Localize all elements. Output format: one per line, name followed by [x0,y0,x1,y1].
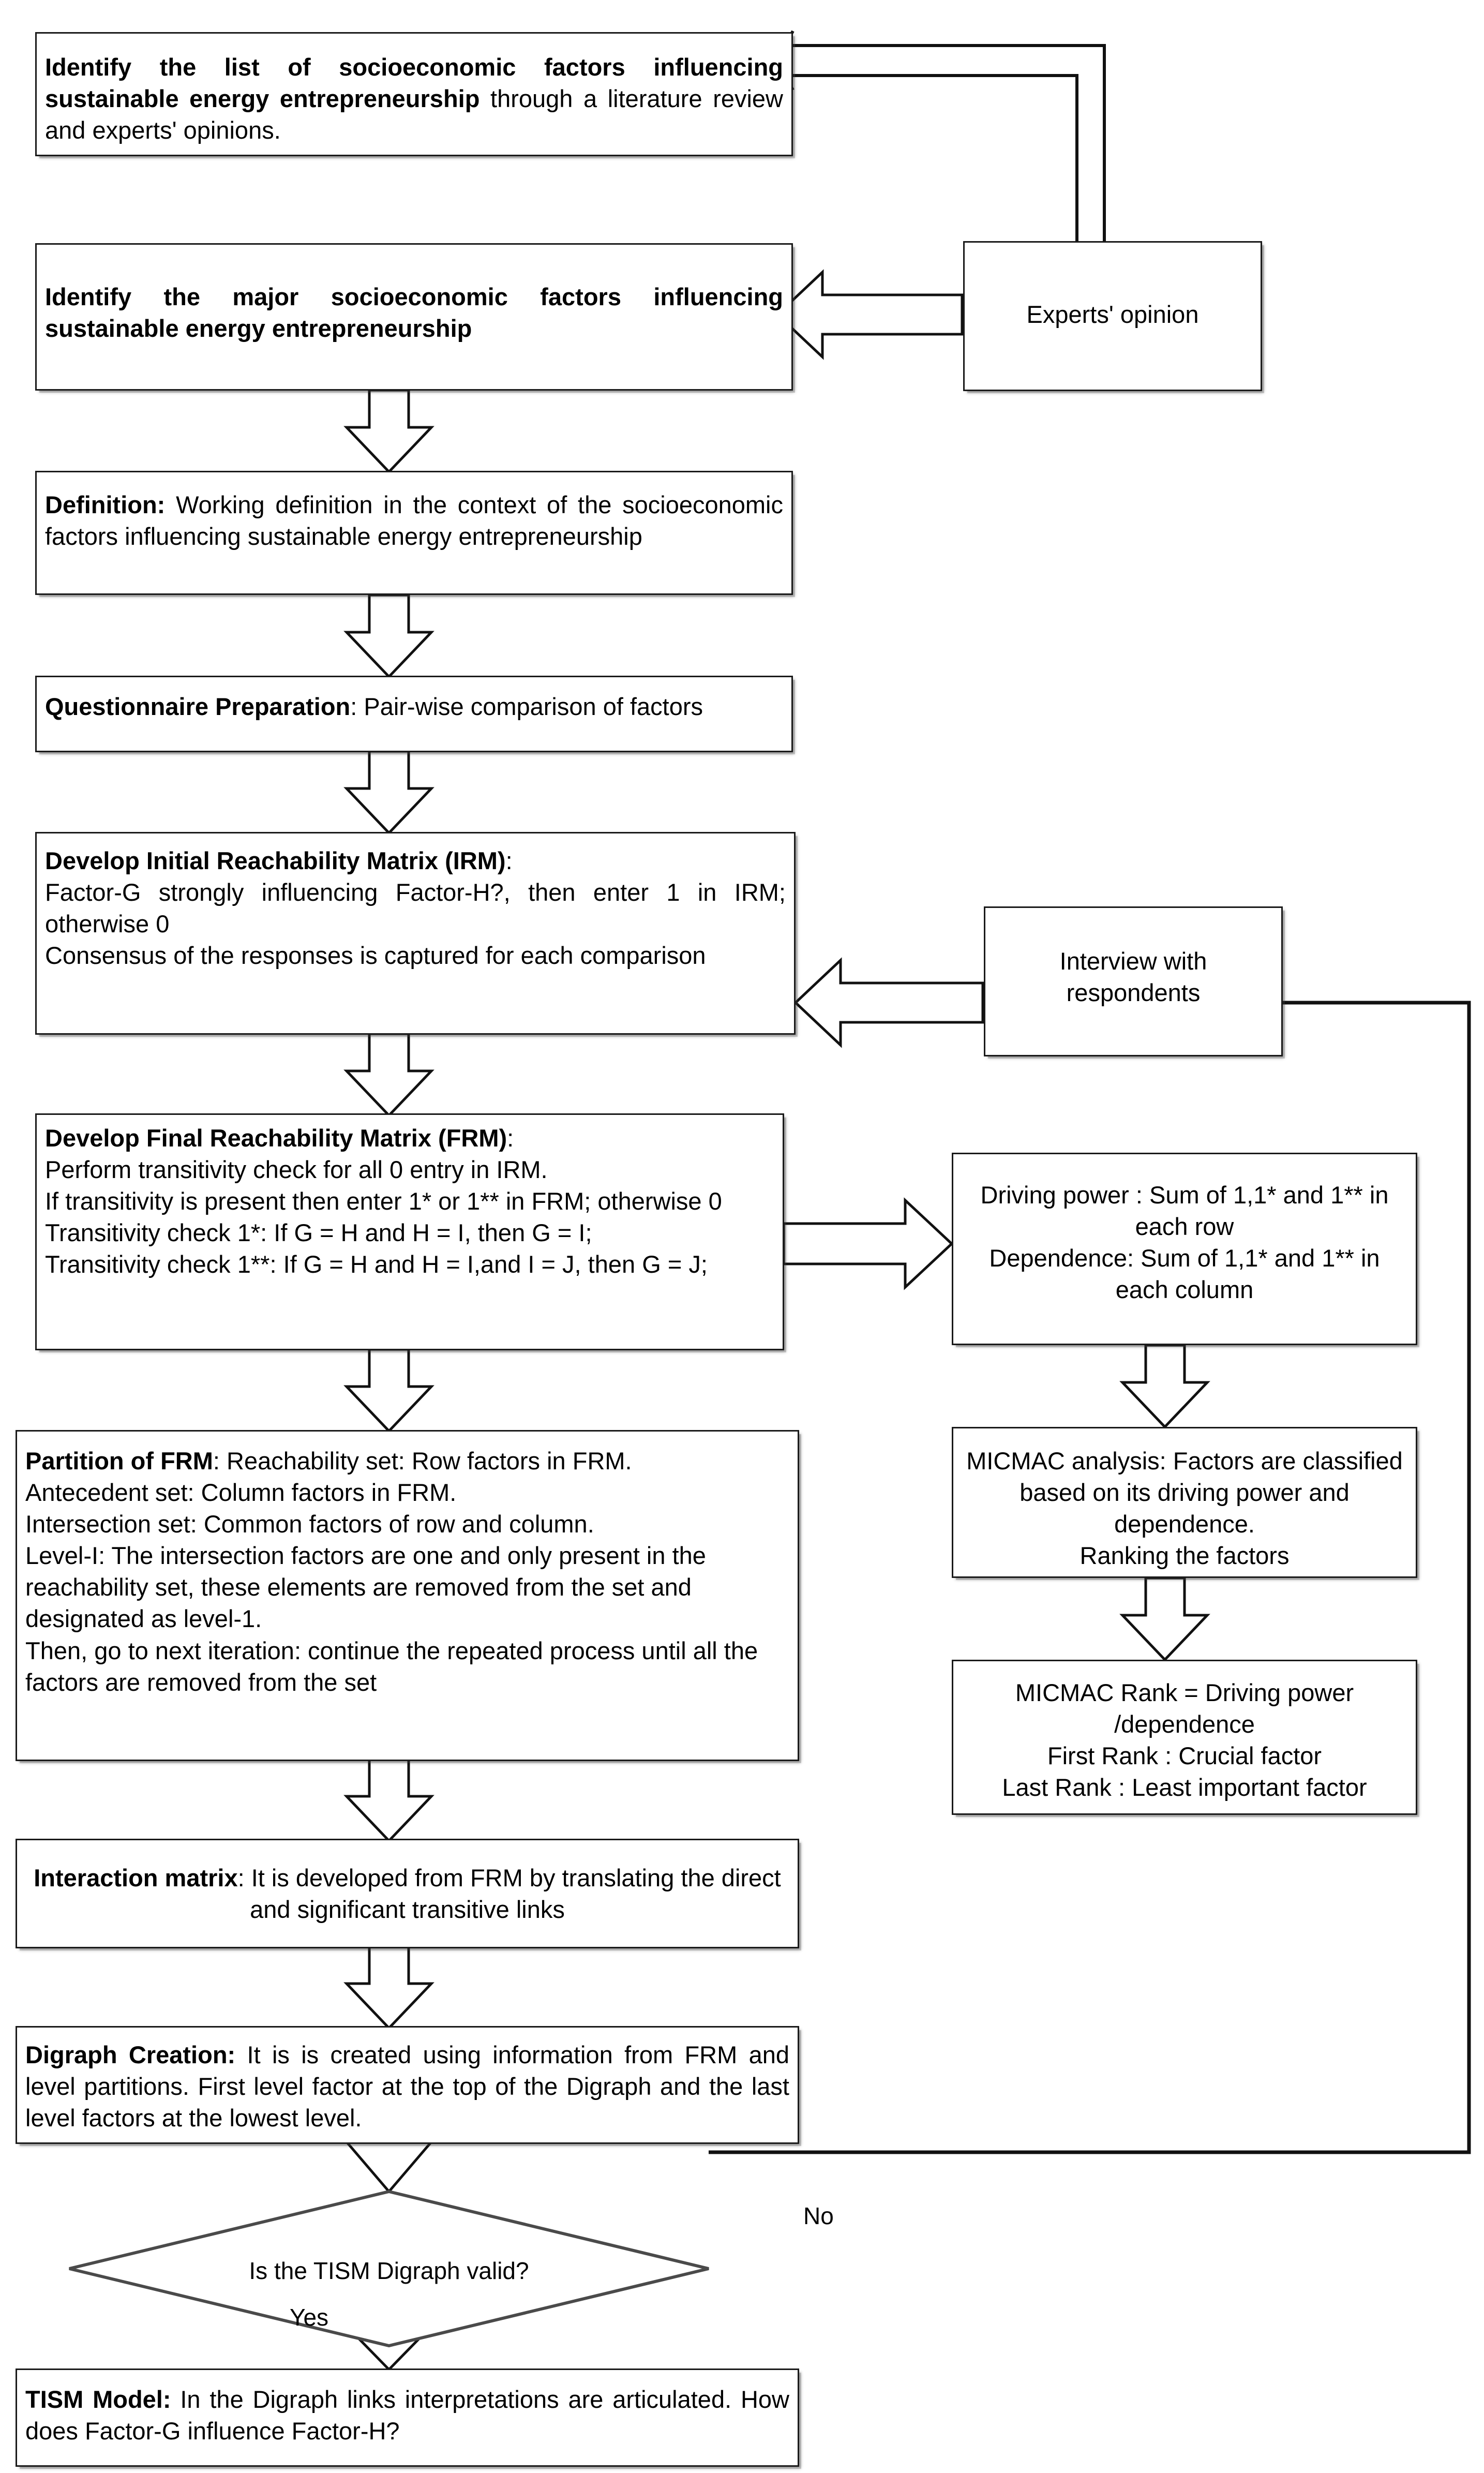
arrow-identify-major-to-definition [343,389,434,474]
irm-line-1: Factor-G strongly influencing Factor-H?,… [45,878,786,938]
questionnaire-rest: : Pair-wise comparison of factors [350,693,703,720]
decision-label: Is the TISM Digraph valid? [69,2257,709,2285]
definition-rest: Working definition in the context of the… [45,491,783,550]
edge-label-yes: Yes [290,2304,329,2331]
identify-major-bold: Identify the major socioeconomic factors… [45,283,783,342]
experts-opinion-label: Experts' opinion [1026,301,1199,328]
micmac-rank-line-3: Last Rank : Least important factor [1002,1774,1367,1801]
partition-box[interactable]: Partition of FRM: Reachability set: Row … [16,1430,799,1761]
micmac-analysis-line-2: Ranking the factors [1080,1542,1290,1570]
micmac-analysis-line-1: MICMAC analysis: Factors are classified … [966,1447,1403,1538]
interaction-matrix-bold: Interaction matrix [34,1864,238,1891]
partition-rest: : Reachability set: Row factors in FRM. [213,1447,632,1474]
tism-model-box[interactable]: TISM Model: In the Digraph links interpr… [16,2368,799,2467]
frm-bold: Develop Final Reachability Matrix (FRM) [45,1124,507,1152]
micmac-rank-line-2: First Rank : Crucial factor [1047,1742,1322,1770]
arrow-micmac-analysis-to-micmac-rank [1119,1576,1210,1662]
connector-experts-opinion-to-identify-list [793,44,1106,241]
arrow-experts-opinion-to-identify-major [775,269,964,360]
driving-power-box[interactable]: Driving power : Sum of 1,1* and 1** in e… [952,1153,1417,1345]
partition-bold: Partition of FRM [25,1447,213,1474]
experts-opinion-box[interactable]: Experts' opinion [963,241,1262,391]
edge-label-no: No [803,2202,834,2229]
digraph-creation-box[interactable]: Digraph Creation: It is is created using… [16,2026,799,2144]
frm-title-line: Develop Final Reachability Matrix (FRM): [45,1122,774,1154]
driving-power-line-2: Dependence: Sum of 1,1* and 1** in each … [989,1244,1380,1304]
arrow-questionnaire-to-irm [343,750,434,835]
partition-line-2: Intersection set: Common factors of row … [25,1510,594,1538]
digraph-creation-bold: Digraph Creation: [25,2041,236,2068]
decision-text: Is the TISM Digraph valid? [249,2257,529,2284]
identify-major-box[interactable]: Identify the major socioeconomic factors… [35,243,793,391]
arrow-driving-power-to-micmac-analysis [1119,1344,1210,1429]
arrow-definition-to-questionnaire [343,593,434,679]
digraph-creation-rest: It is is created using information from … [25,2041,789,2132]
connector-experts-opinion-to-identify-list-inner [793,74,1078,241]
definition-bold: Definition: [45,491,166,518]
frm-rest: : [507,1124,514,1152]
identify-list-box[interactable]: Identify the list of socioeconomic facto… [35,32,793,156]
arrow-decision-yes-to-tism-model [343,2288,434,2372]
irm-bold: Develop Initial Reachability Matrix (IRM… [45,847,506,874]
frm-line-1: Perform transitivity check for all 0 ent… [45,1156,548,1184]
questionnaire-bold: Questionnaire Preparation [45,693,351,720]
arrow-partition-to-interaction-matrix [343,1757,434,1843]
micmac-rank-box[interactable]: MICMAC Rank = Driving power /dependence … [952,1660,1417,1815]
identify-list-rest: through a literature review and experts'… [45,85,784,144]
irm-line-2: Consensus of the responses is captured f… [45,942,706,970]
frm-line-3: Transitivity check 1*: If G = H and H = … [45,1219,592,1247]
frm-line-2: If transitivity is present then enter 1*… [45,1187,722,1215]
partition-title-line: Partition of FRM: Reachability set: Row … [25,1445,789,1477]
frm-box[interactable]: Develop Final Reachability Matrix (FRM):… [35,1113,784,1350]
arrow-interaction-matrix-to-digraph [343,1945,434,2030]
micmac-rank-line-1: MICMAC Rank = Driving power /dependence [1015,1679,1354,1738]
definition-box[interactable]: Definition: Working definition in the co… [35,471,793,595]
tism-model-bold: TISM Model: [25,2386,171,2413]
partition-line-3: Level-I: The intersection factors are on… [25,1542,706,1633]
irm-title-line: Develop Initial Reachability Matrix (IRM… [45,845,786,876]
irm-rest: : [505,847,513,874]
arrow-frm-to-driving-power [782,1197,954,1290]
partition-line-1: Antecedent set: Column factors in FRM. [25,1479,457,1507]
arrow-frm-to-partition [343,1348,434,1433]
partition-line-4: Then, go to next iteration: continue the… [25,1636,758,1696]
tism-model-rest: In the Digraph links interpretations are… [25,2386,789,2445]
arrow-interview-to-irm [793,957,984,1048]
identify-list-bold: Identify the list of socioeconomic facto… [45,53,783,113]
micmac-analysis-box[interactable]: MICMAC analysis: Factors are classified … [952,1427,1417,1578]
interview-box[interactable]: Interview with respondents [984,906,1283,1056]
arrow-irm-to-frm [343,1032,434,1118]
interview-label: Interview with respondents [1059,947,1207,1007]
driving-power-line-1: Driving power : Sum of 1,1* and 1** in e… [980,1181,1389,1241]
questionnaire-box[interactable]: Questionnaire Preparation: Pair-wise com… [35,676,793,752]
interaction-matrix-box[interactable]: Interaction matrix: It is developed from… [16,1839,799,1948]
irm-box[interactable]: Develop Initial Reachability Matrix (IRM… [35,832,796,1035]
interaction-matrix-rest: : It is developed from FRM by translatin… [237,1864,781,1924]
frm-line-4: Transitivity check 1**: If G = H and H =… [45,1250,708,1278]
